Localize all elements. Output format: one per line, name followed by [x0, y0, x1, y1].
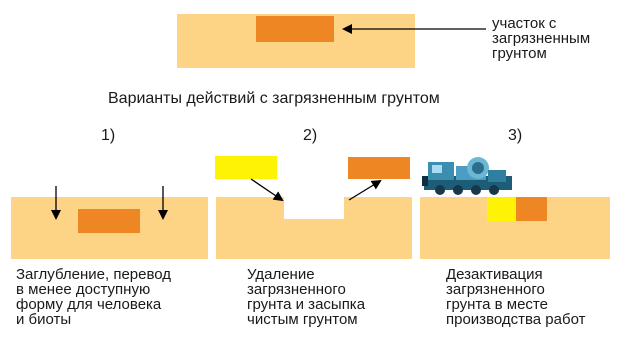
legend-label-line-1: участок с [492, 15, 557, 32]
legend-label-line-2: загрязненным [492, 30, 591, 47]
legend-label-line-3: грунтом [492, 45, 547, 62]
option-3-contaminated-part [516, 197, 547, 221]
option-1-caption-line-3: форму для человека [16, 296, 162, 313]
option-2-soil-right [344, 197, 412, 259]
option-3-caption-line-3: грунта в месте [446, 296, 548, 313]
option-2-caption-line-4: чистым грунтом [247, 311, 358, 328]
option-2-removed-soil-block [348, 157, 410, 179]
option-1-caption-line-2: в менее доступную [16, 281, 151, 298]
option-2-clean-soil-block [215, 156, 277, 179]
option-1-buried-patch [78, 209, 140, 233]
option-2-caption-line-2: загрязненного [247, 281, 346, 298]
diagram-title: Варианты действий с загрязненным грунтом [108, 90, 440, 107]
legend-contaminated-patch [256, 16, 334, 42]
option-1-number: 1) [101, 127, 116, 144]
option-2-arrow-remove [348, 179, 382, 201]
option-3-number: 3) [508, 127, 523, 144]
option-3-caption-line-2: загрязненного [446, 281, 545, 298]
option-2-caption-line-1: Удаление [247, 266, 315, 283]
option-1-caption-line-4: и биоты [16, 311, 72, 328]
option-3-caption-line-4: производства работ [446, 311, 586, 328]
option-2-number: 2) [303, 127, 318, 144]
option-1-caption-line-1: Заглубление, перевод [16, 266, 172, 283]
option-3-caption-line-1: Дезактивация [446, 266, 543, 283]
option-2-arrow-fill [250, 178, 284, 202]
option-2-caption-line-3: грунта и засыпка [247, 296, 366, 313]
option-3-treated-part [487, 197, 516, 221]
